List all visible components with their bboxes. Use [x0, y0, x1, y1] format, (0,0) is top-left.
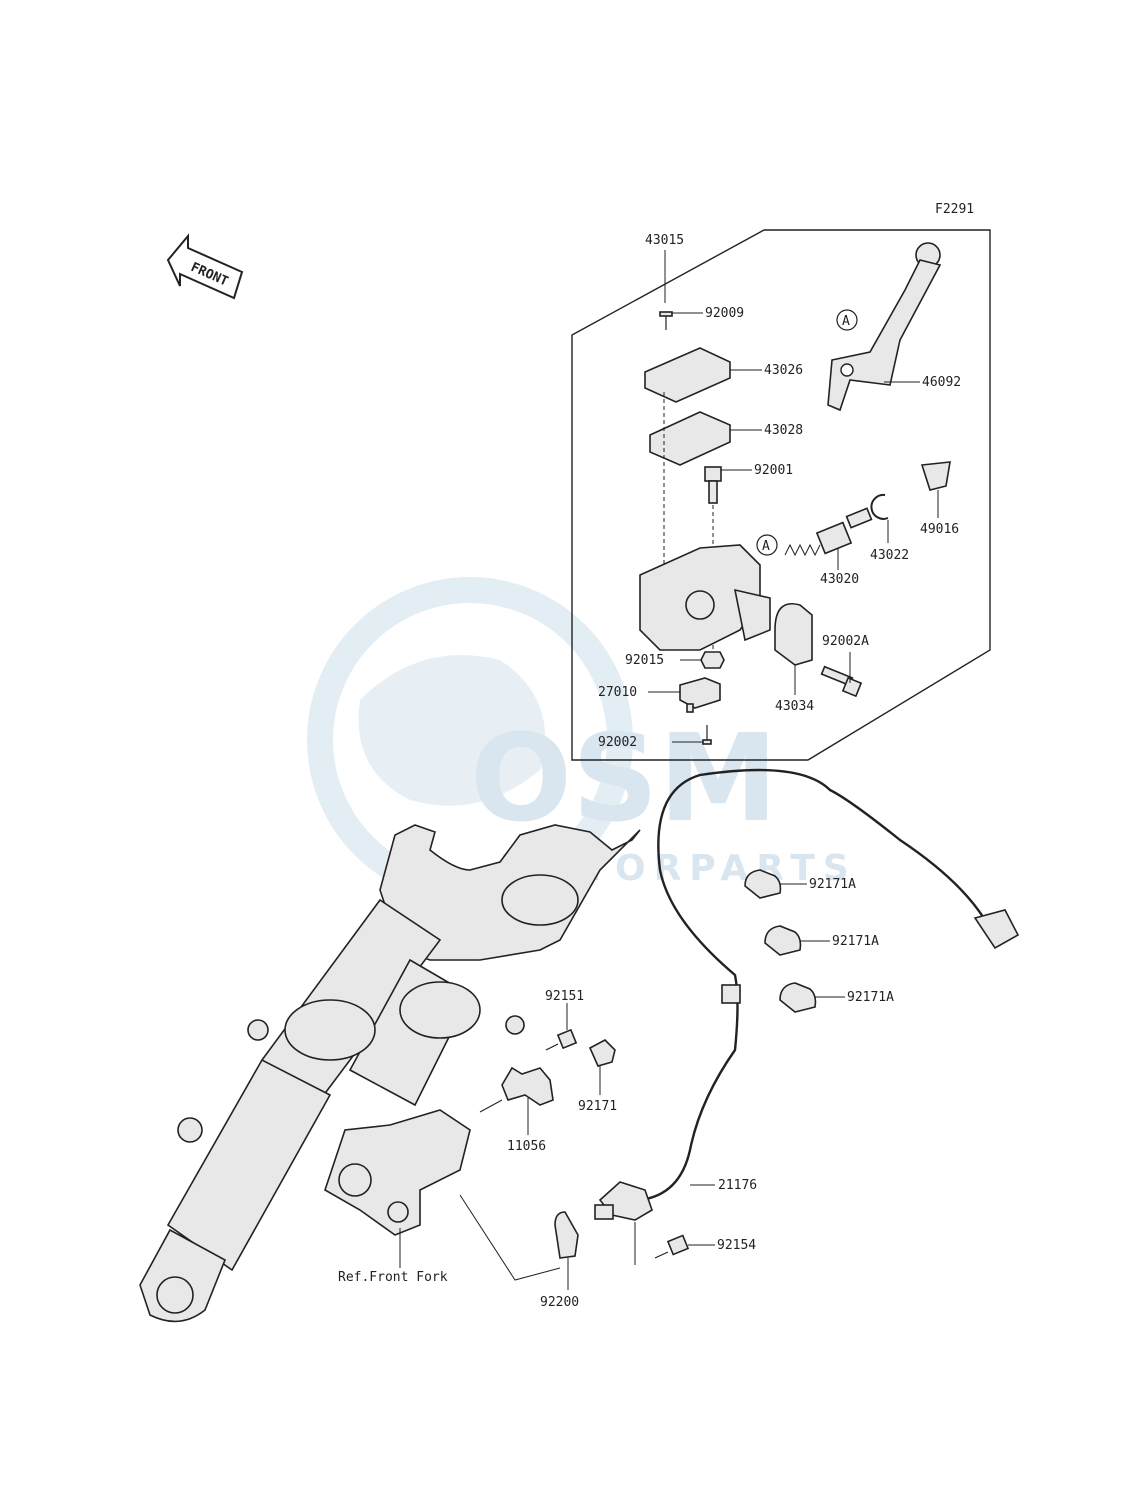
callout-a-body: [756, 534, 778, 556]
part-92171: 92171: [578, 1099, 617, 1114]
part-92001: 92001: [754, 463, 793, 478]
wheel-speed-sensor: [594, 1181, 653, 1265]
callout-a-lever: [836, 309, 858, 331]
part-92171a-2: 92171A: [832, 934, 879, 949]
ref-front-fork: Ref.Front Fork: [338, 1270, 448, 1285]
front-fork-assembly: [139, 824, 641, 1323]
part-43020: 43020: [820, 572, 859, 587]
figure-code: F2291: [935, 202, 974, 217]
diaphragm-43028: [649, 411, 731, 466]
part-49016: 49016: [920, 522, 959, 537]
part-21176: 21176: [718, 1178, 757, 1193]
clip-92171: [588, 1039, 616, 1095]
clamp-43034: [774, 603, 813, 666]
part-11056: 11056: [507, 1139, 546, 1154]
master-cylinder-box: [571, 229, 991, 761]
part-92171a-3: 92171A: [847, 990, 894, 1005]
part-92009: 92009: [705, 306, 744, 321]
sensor-cable-21176: [639, 768, 987, 1202]
sensor-plug: [973, 909, 1020, 950]
part-92002: 92002: [598, 735, 637, 750]
bolt-92154: [654, 1234, 715, 1259]
part-92171a-1: 92171A: [809, 877, 856, 892]
part-46092: 46092: [922, 375, 961, 390]
part-43015: 43015: [645, 233, 684, 248]
part-92015: 92015: [625, 653, 664, 668]
front-arrow-icon: FRONT: [166, 233, 244, 300]
piston-kit-43020: [784, 507, 873, 570]
part-43022: 43022: [870, 548, 909, 563]
clip-92171a-3: [779, 982, 845, 1013]
master-cylinder-body: [639, 544, 771, 651]
part-43034: 43034: [775, 699, 814, 714]
callout-a-2: A: [762, 539, 770, 554]
bolt-92002a: [820, 652, 863, 698]
circlip-43022: [870, 493, 889, 520]
bolt-92001: [704, 466, 752, 504]
part-92002a: 92002A: [822, 634, 869, 649]
part-92154: 92154: [717, 1238, 756, 1253]
part-92200: 92200: [540, 1295, 579, 1310]
screw-92002: [672, 725, 712, 745]
clip-92171a-1: [744, 869, 807, 899]
switch-27010: [648, 677, 721, 713]
part-43028: 43028: [764, 423, 803, 438]
boot-49016: [920, 461, 951, 491]
reservoir-cap-43026: [644, 347, 731, 403]
callout-a-1: A: [842, 314, 850, 329]
bracket-11056: [479, 1066, 554, 1135]
part-27010: 27010: [598, 685, 637, 700]
part-92151: 92151: [545, 989, 584, 1004]
watermark-brand: OSM: [470, 710, 778, 849]
part-43026: 43026: [764, 363, 803, 378]
screw-92009: [659, 311, 703, 330]
brake-lever-46092: [827, 242, 942, 412]
nut-92015: [700, 651, 725, 669]
bolt-92151: [545, 1003, 578, 1051]
clip-92171a-2: [764, 925, 830, 956]
plate-92200: [459, 1194, 579, 1290]
